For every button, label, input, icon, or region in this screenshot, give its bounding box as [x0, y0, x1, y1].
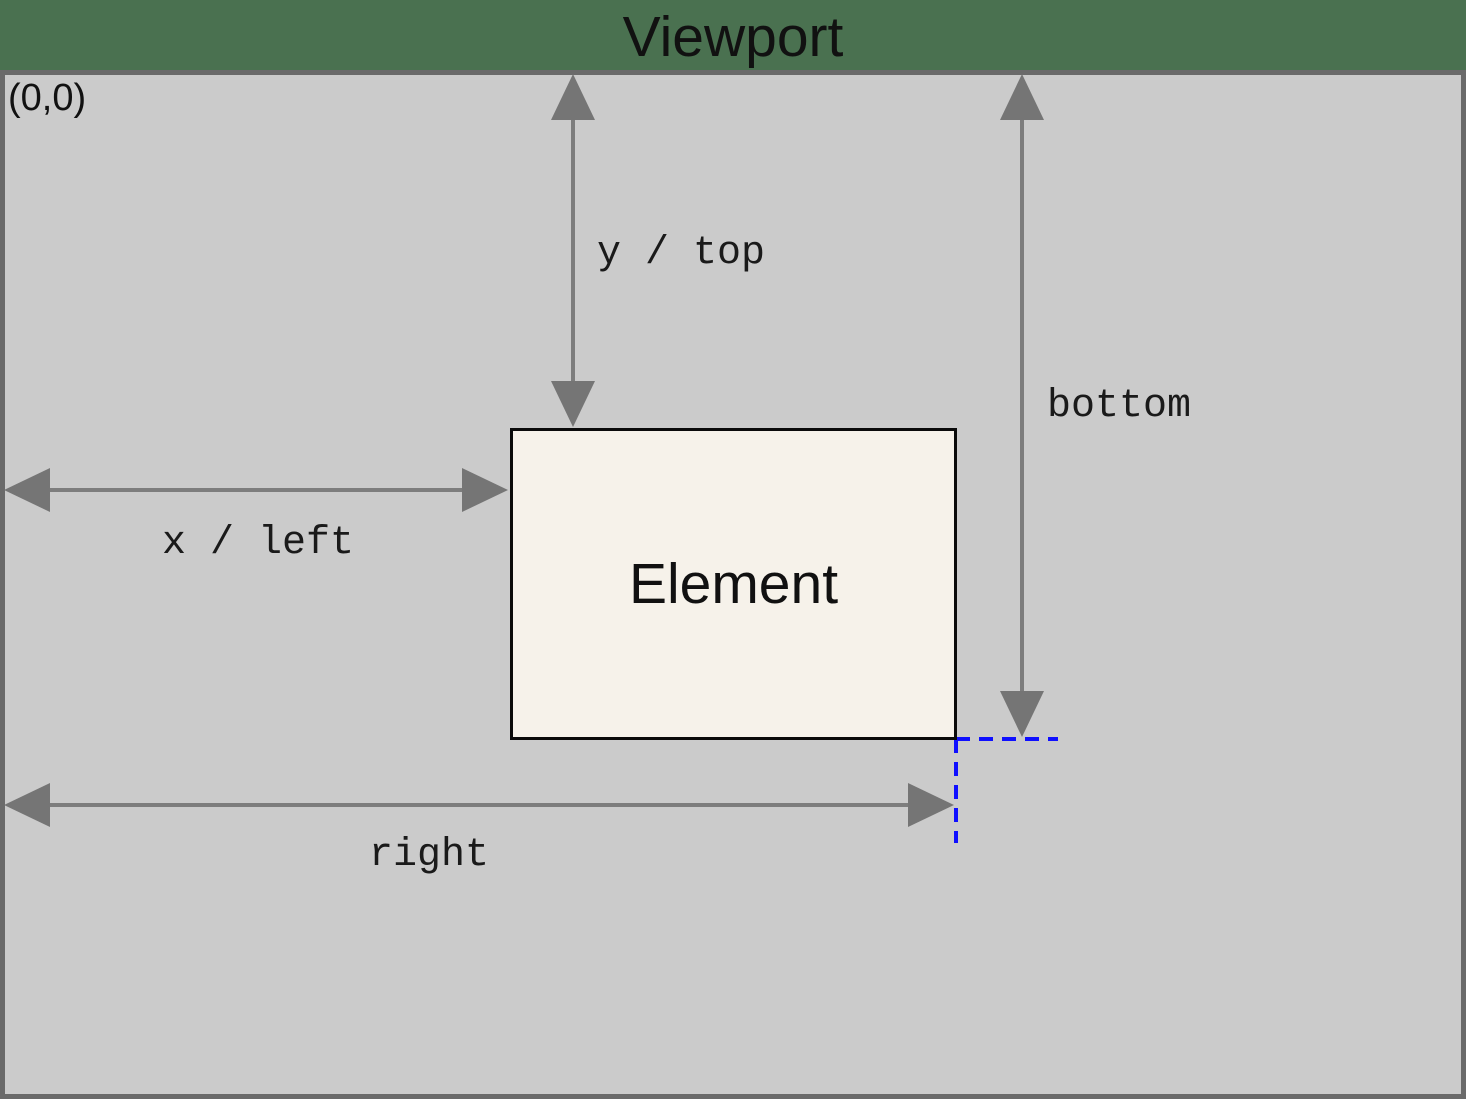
origin-label: (0,0): [8, 77, 87, 119]
label-right: right: [369, 833, 490, 878]
label-bottom: bottom: [1047, 384, 1192, 429]
viewport-title: Viewport: [622, 5, 844, 69]
element-label: Element: [628, 552, 839, 616]
label-x-left: x / left: [162, 521, 355, 566]
label-y-top: y / top: [597, 231, 766, 276]
element-box: Element: [510, 428, 957, 740]
